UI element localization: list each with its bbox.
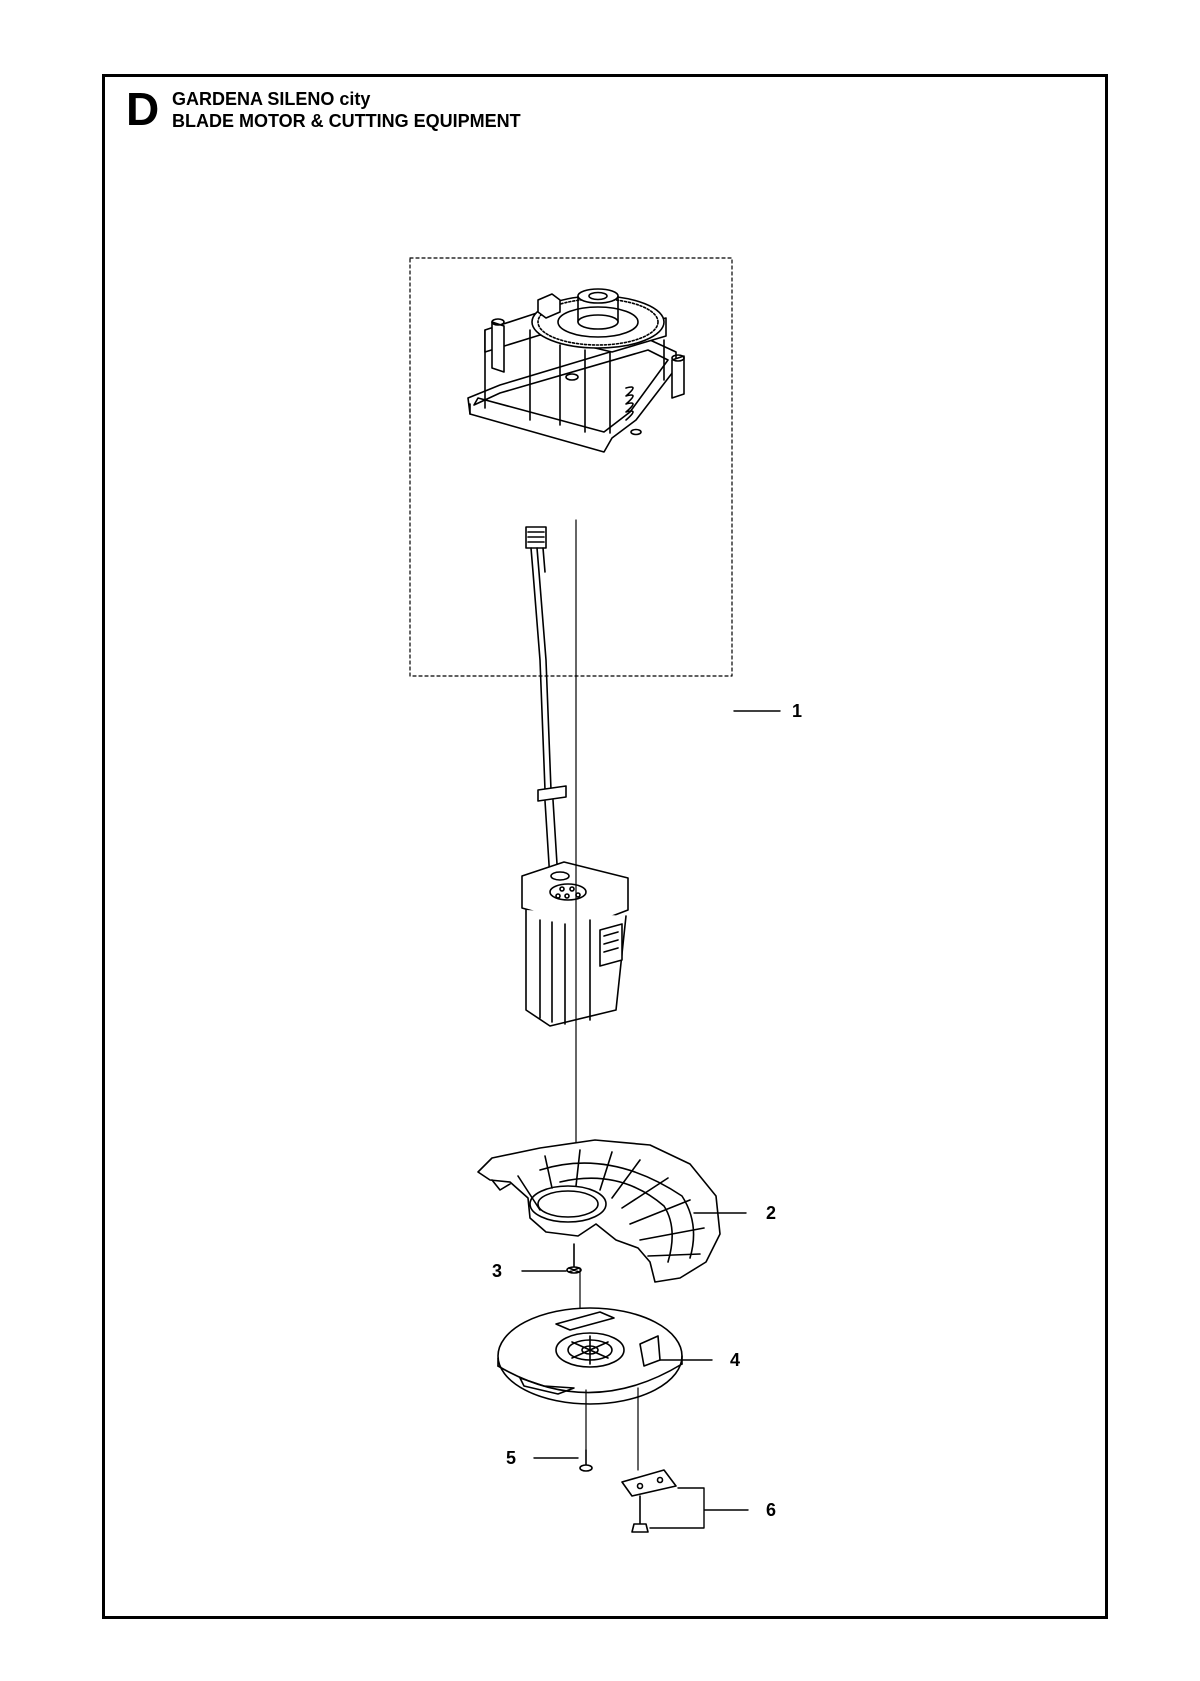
screw-icon	[579, 1449, 593, 1472]
section-letter: D	[126, 83, 160, 135]
callout-2: 2	[766, 1203, 777, 1223]
assembly-title: BLADE MOTOR & CUTTING EQUIPMENT	[172, 111, 521, 131]
leader-lines	[521, 710, 781, 1529]
callout-4: 4	[730, 1350, 741, 1370]
blade-and-screw-icon	[621, 1469, 677, 1533]
model-title: GARDENA SILENO city	[172, 89, 371, 109]
kit-boundary	[409, 257, 733, 677]
callout-5: 5	[506, 1448, 517, 1468]
blade-motor-icon	[521, 861, 629, 1027]
callout-1: 1	[792, 701, 803, 721]
wire-harness-icon	[525, 526, 567, 881]
page-frame	[102, 74, 1108, 1619]
callout-3: 3	[492, 1261, 503, 1281]
blade-guard-icon	[477, 1139, 721, 1283]
blade-disc-icon	[497, 1307, 683, 1471]
gearbox-housing-icon	[467, 288, 685, 453]
callout-6: 6	[766, 1500, 777, 1520]
